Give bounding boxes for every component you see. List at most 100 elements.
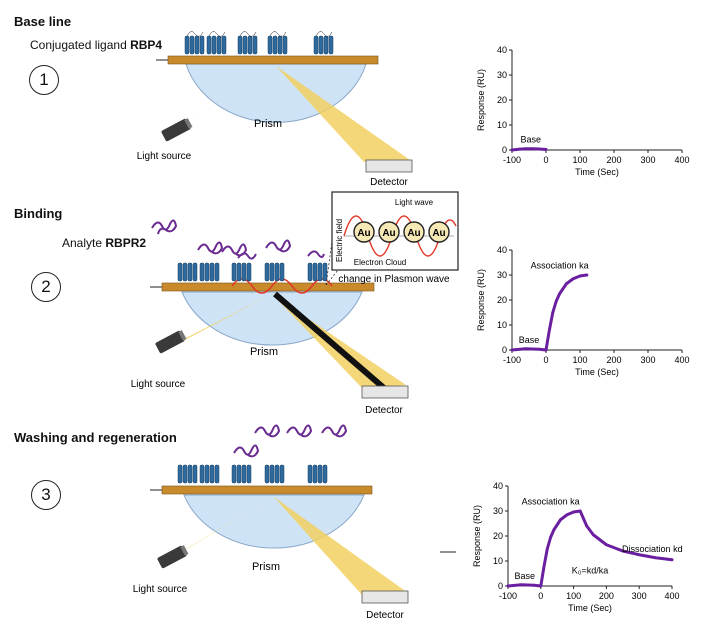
receptor-group-2 [177,262,328,282]
incident-beam-3 [168,497,274,560]
x-tick-label: -100 [499,591,517,601]
prism-label-3: Prism [252,561,280,573]
spr-setup-3: Prism Light source Detector [133,424,456,621]
reflected-beam-1 [276,66,410,162]
sensorgram-point [605,543,608,547]
detector-icon-2 [361,385,409,399]
detector-label-1: Detector [370,177,408,188]
x-tick-label: 0 [538,591,543,601]
svg-text:Au: Au [432,228,445,239]
light-wave-label: Light wave [395,198,434,207]
shifted-beam [273,291,386,391]
step-2-badge: 2 [31,272,61,302]
light-source-icon-1 [161,118,193,142]
x-tick-label: 400 [664,591,679,601]
sensorgram-point [532,583,536,587]
sensorgram-point [558,292,561,296]
sensorgram-point [571,277,575,281]
detector-icon-3 [361,590,409,604]
analyte-name: RBPR2 [105,236,147,250]
light-source-label-1: Light source [137,151,192,162]
x-tick-label: 300 [640,155,655,165]
x-tick-label: 200 [606,355,621,365]
prism-3 [183,494,365,549]
panel2-title: Binding [14,206,63,221]
gold-surface-3 [161,485,373,495]
sensorgram-point [637,553,641,557]
reflected-beam-3 [274,497,408,595]
light-source-label-2: Light source [131,379,186,390]
x-tick-label: 200 [599,591,614,601]
y-tick-label: 0 [502,345,507,355]
sensorgram-point [519,583,523,587]
sensorgram-point [549,535,553,539]
sensorgram-point [506,584,510,588]
detector-icon-1 [365,159,413,173]
sensorgram-point [670,558,674,562]
y-tick-label: 0 [502,145,507,155]
sensorgram-point [548,328,551,332]
prism-label-1: Prism [254,118,282,130]
bound-analyte-group [197,239,325,260]
sensorgram-point [510,148,514,152]
sensorgram-point [551,311,555,314]
y-tick-label: 10 [493,556,503,566]
panel3-title: Washing and regeneration [14,430,177,445]
sensorgram-point [510,348,514,352]
x-tick-label: 200 [606,155,621,165]
sensorgram-point [654,556,657,560]
sensorgram-point [591,533,595,537]
ligand-prefix: Conjugated ligand [30,38,127,52]
sensorgram-point [524,147,527,151]
svg-text:Au: Au [357,228,370,239]
y-tick-label: 30 [493,506,503,516]
sensorgram-point [552,528,556,532]
sensorgram-point [545,547,549,550]
sensorgram-point [542,564,546,568]
y-axis-label: Response (RU) [476,69,486,131]
x-tick-label: 300 [632,591,647,601]
x-axis-label: Time (Sec) [568,603,612,613]
light-source-icon-3 [157,545,189,569]
x-tick-label: 300 [640,355,655,365]
sensorgram-point [544,148,548,151]
step-1-badge: 1 [29,65,59,95]
detector-label-2: Detector [365,405,403,416]
sensorgram-point [524,347,527,351]
receptor-group-3 [177,464,328,484]
annotation-label: Base [519,335,540,345]
electron-cloud-label: Electron Cloud [354,258,406,267]
y-tick-label: 30 [497,70,507,80]
annotation-label: Association ka [531,261,589,271]
x-axis-label: Time (Sec) [575,167,619,177]
x-tick-label: -100 [503,155,521,165]
light-source-label-3: Light source [133,584,188,595]
annotation-label: Association ka [522,497,580,507]
sensorgram-point [572,510,575,514]
step-3-badge: 3 [31,480,61,510]
y-tick-label: 20 [497,95,507,105]
free-analyte-group [233,424,348,458]
sensorgram-point [585,273,589,277]
receptor-group-1 [184,31,334,55]
sensorgram-point [531,147,534,151]
y-tick-label: 40 [497,45,507,55]
annotation-label: Base [520,134,541,144]
sensorgram-point [621,549,625,553]
prism-label-2: Prism [250,346,278,358]
plasmon-inset: Au Au Au Au Light wave Electric field El… [331,191,459,271]
annotation-label: K₀=kd/ka [572,566,609,576]
y-axis-label: Response (RU) [472,505,482,567]
au-particles: Au Au Au Au [353,221,450,243]
sensorgram-point [578,509,582,513]
incident-beam-1 [168,66,276,134]
x-tick-label: 400 [674,155,689,165]
sensorgram-point [537,147,541,151]
spr-setup-1: Prism Light source Detector [137,31,413,188]
analyte-label: Analyte RBPR2 [62,236,146,250]
x-axis-label: Time (Sec) [575,367,619,377]
x-tick-label: 100 [572,155,587,165]
